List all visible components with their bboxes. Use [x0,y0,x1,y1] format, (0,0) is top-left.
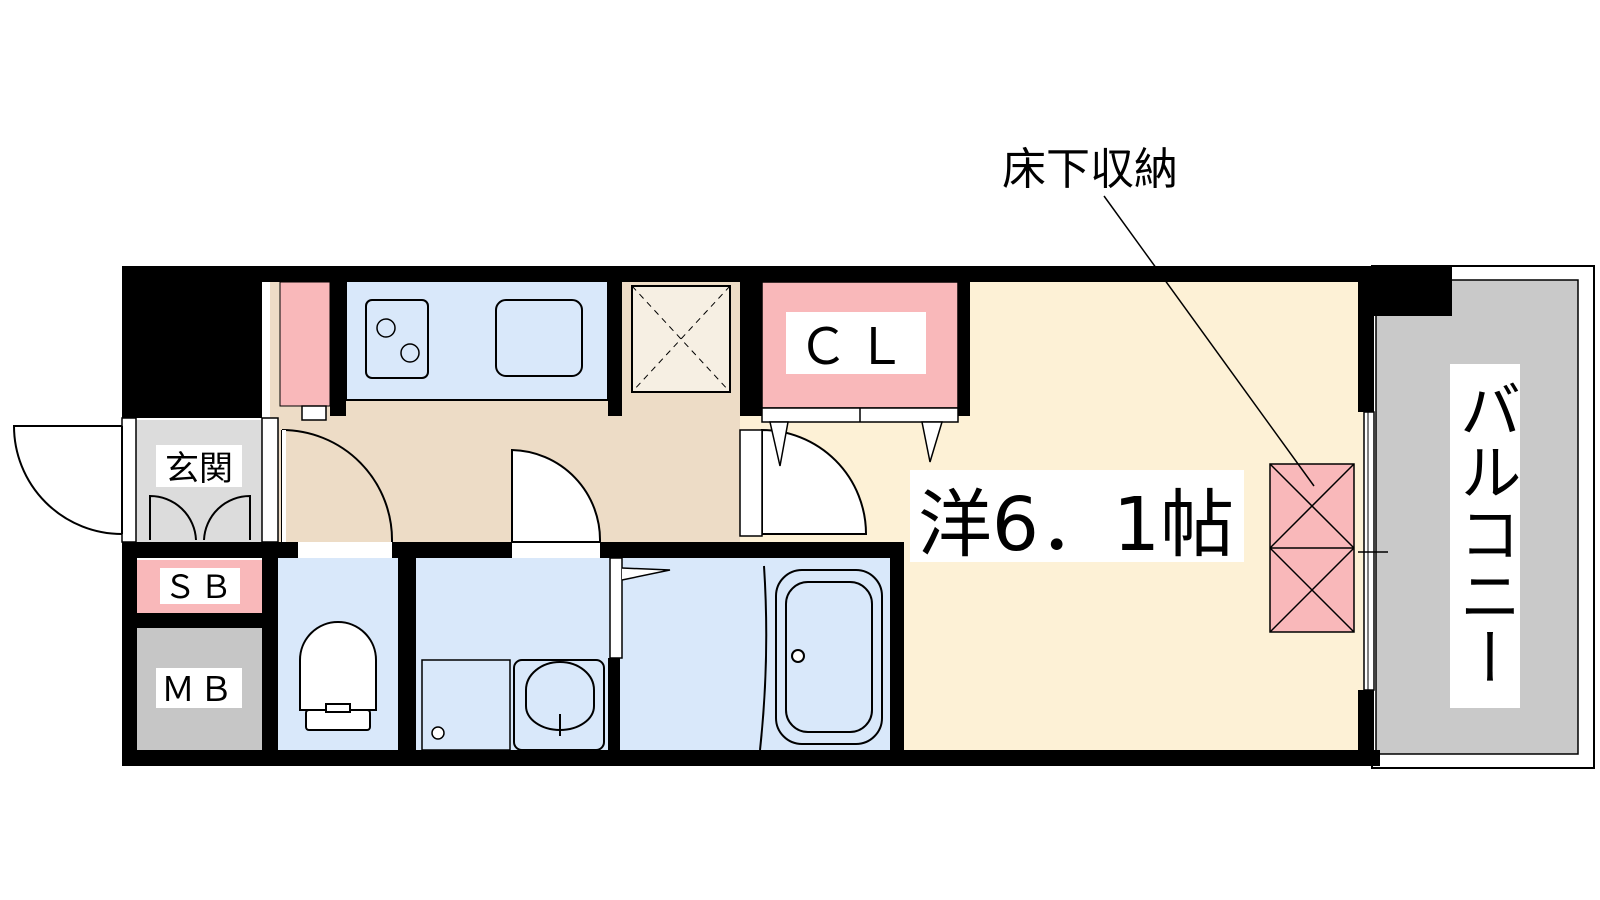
underfloor-storage-leader-line [1103,195,1315,487]
closet-label: ＣＬ [798,318,914,376]
walls [122,266,1452,766]
balcony-label: バルコニー [1449,378,1522,688]
underfloor-storage-label: 床下収納 [1002,144,1178,195]
stove-icon [365,299,429,379]
washroom-door[interactable] [511,448,602,543]
toilet-icon [299,621,377,731]
sink-icon [495,299,583,377]
washbasin-icon [513,659,605,751]
shoe-cabinet-doors [149,494,251,541]
bathroom-door[interactable] [609,557,671,659]
balcony-window[interactable] [1358,411,1388,691]
meter-box-label: ＭＢ [161,670,237,710]
underfloor-storage-hatch [1269,463,1355,633]
entrance-label: 玄関 [165,449,233,489]
western-room-label: 洋6．1帖 [918,482,1234,568]
pantry-storage [279,281,331,407]
bathtub-icon [759,565,883,751]
entrance-door[interactable] [12,417,137,543]
closet-doors[interactable] [761,407,959,467]
shoe-box-label: ＳＢ [164,568,236,606]
